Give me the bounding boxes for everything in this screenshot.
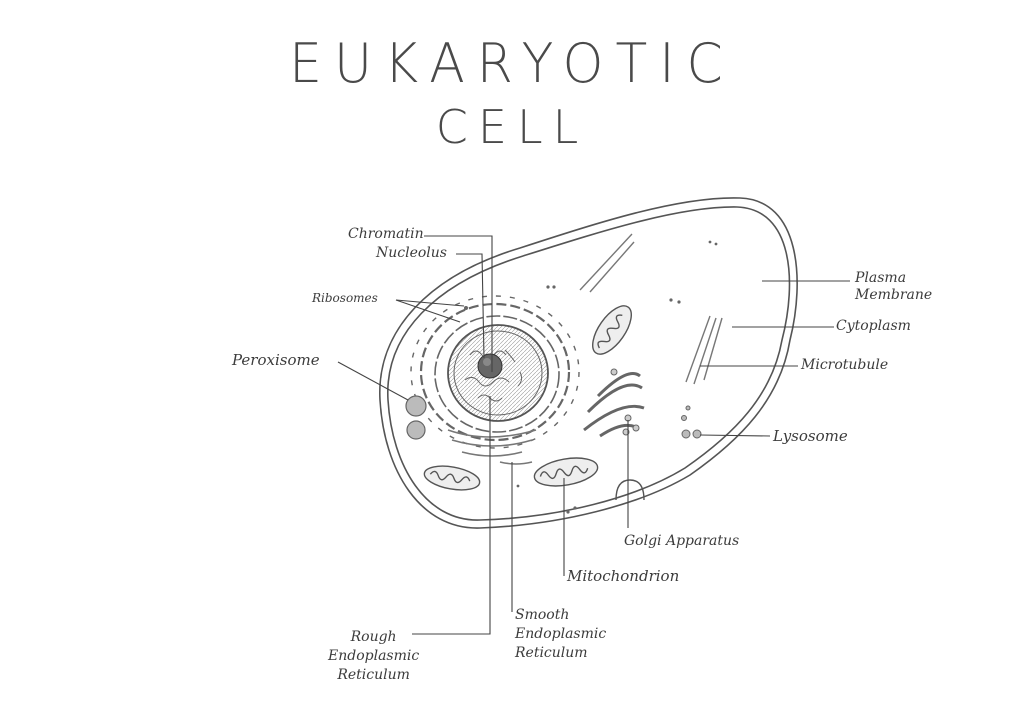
label-nucleolus: Nucleolus [376, 245, 447, 261]
peroxisome-leader-line [337, 361, 409, 401]
diagram-title-line-1: EUKARYOTIC [289, 32, 735, 96]
label-golgi-apparatus: Golgi Apparatus [624, 533, 740, 549]
label-rough-er: Rough Endoplasmic Reticulum [328, 629, 420, 683]
label-smooth-er: Smooth Endoplasmic Reticulum [515, 607, 607, 661]
label-lysosome: Lysosome [773, 427, 848, 445]
label-plasma-membrane: Plasma Membrane [855, 270, 933, 303]
label-ribosomes: Ribosomes [312, 291, 378, 305]
ribosome-dots [464, 240, 718, 514]
label-microtubule: Microtubule [801, 357, 889, 373]
smooth-er-strands [447, 429, 537, 465]
endoplasmic-reticulum-shape [410, 295, 580, 449]
leader-lines [337, 235, 850, 635]
lysosome-shape [681, 405, 702, 439]
vesicle-shape [615, 479, 645, 501]
plasma-membrane-shape [379, 197, 798, 529]
ribosomes-leader-line-2 [395, 299, 465, 307]
diagram-title-line-2: CELL [435, 100, 589, 154]
rough-er-leader-line [412, 396, 491, 635]
nucleolus-shape [477, 353, 503, 379]
label-chromatin: Chromatin [348, 226, 424, 242]
ribosomes-leader-line-1 [395, 299, 461, 323]
label-peroxisome: Peroxisome [232, 351, 320, 369]
label-mitochondrion: Mitochondrion [567, 567, 680, 585]
mitochondrion-shape [423, 305, 632, 491]
label-cytoplasm: Cytoplasm [836, 318, 911, 334]
microtubule-shape [579, 233, 723, 385]
nucleolus-leader-line [456, 253, 485, 359]
peroxisome-shape [405, 395, 427, 440]
lysosome-leader-line [699, 434, 771, 437]
chromatin-leader-line [424, 235, 493, 372]
